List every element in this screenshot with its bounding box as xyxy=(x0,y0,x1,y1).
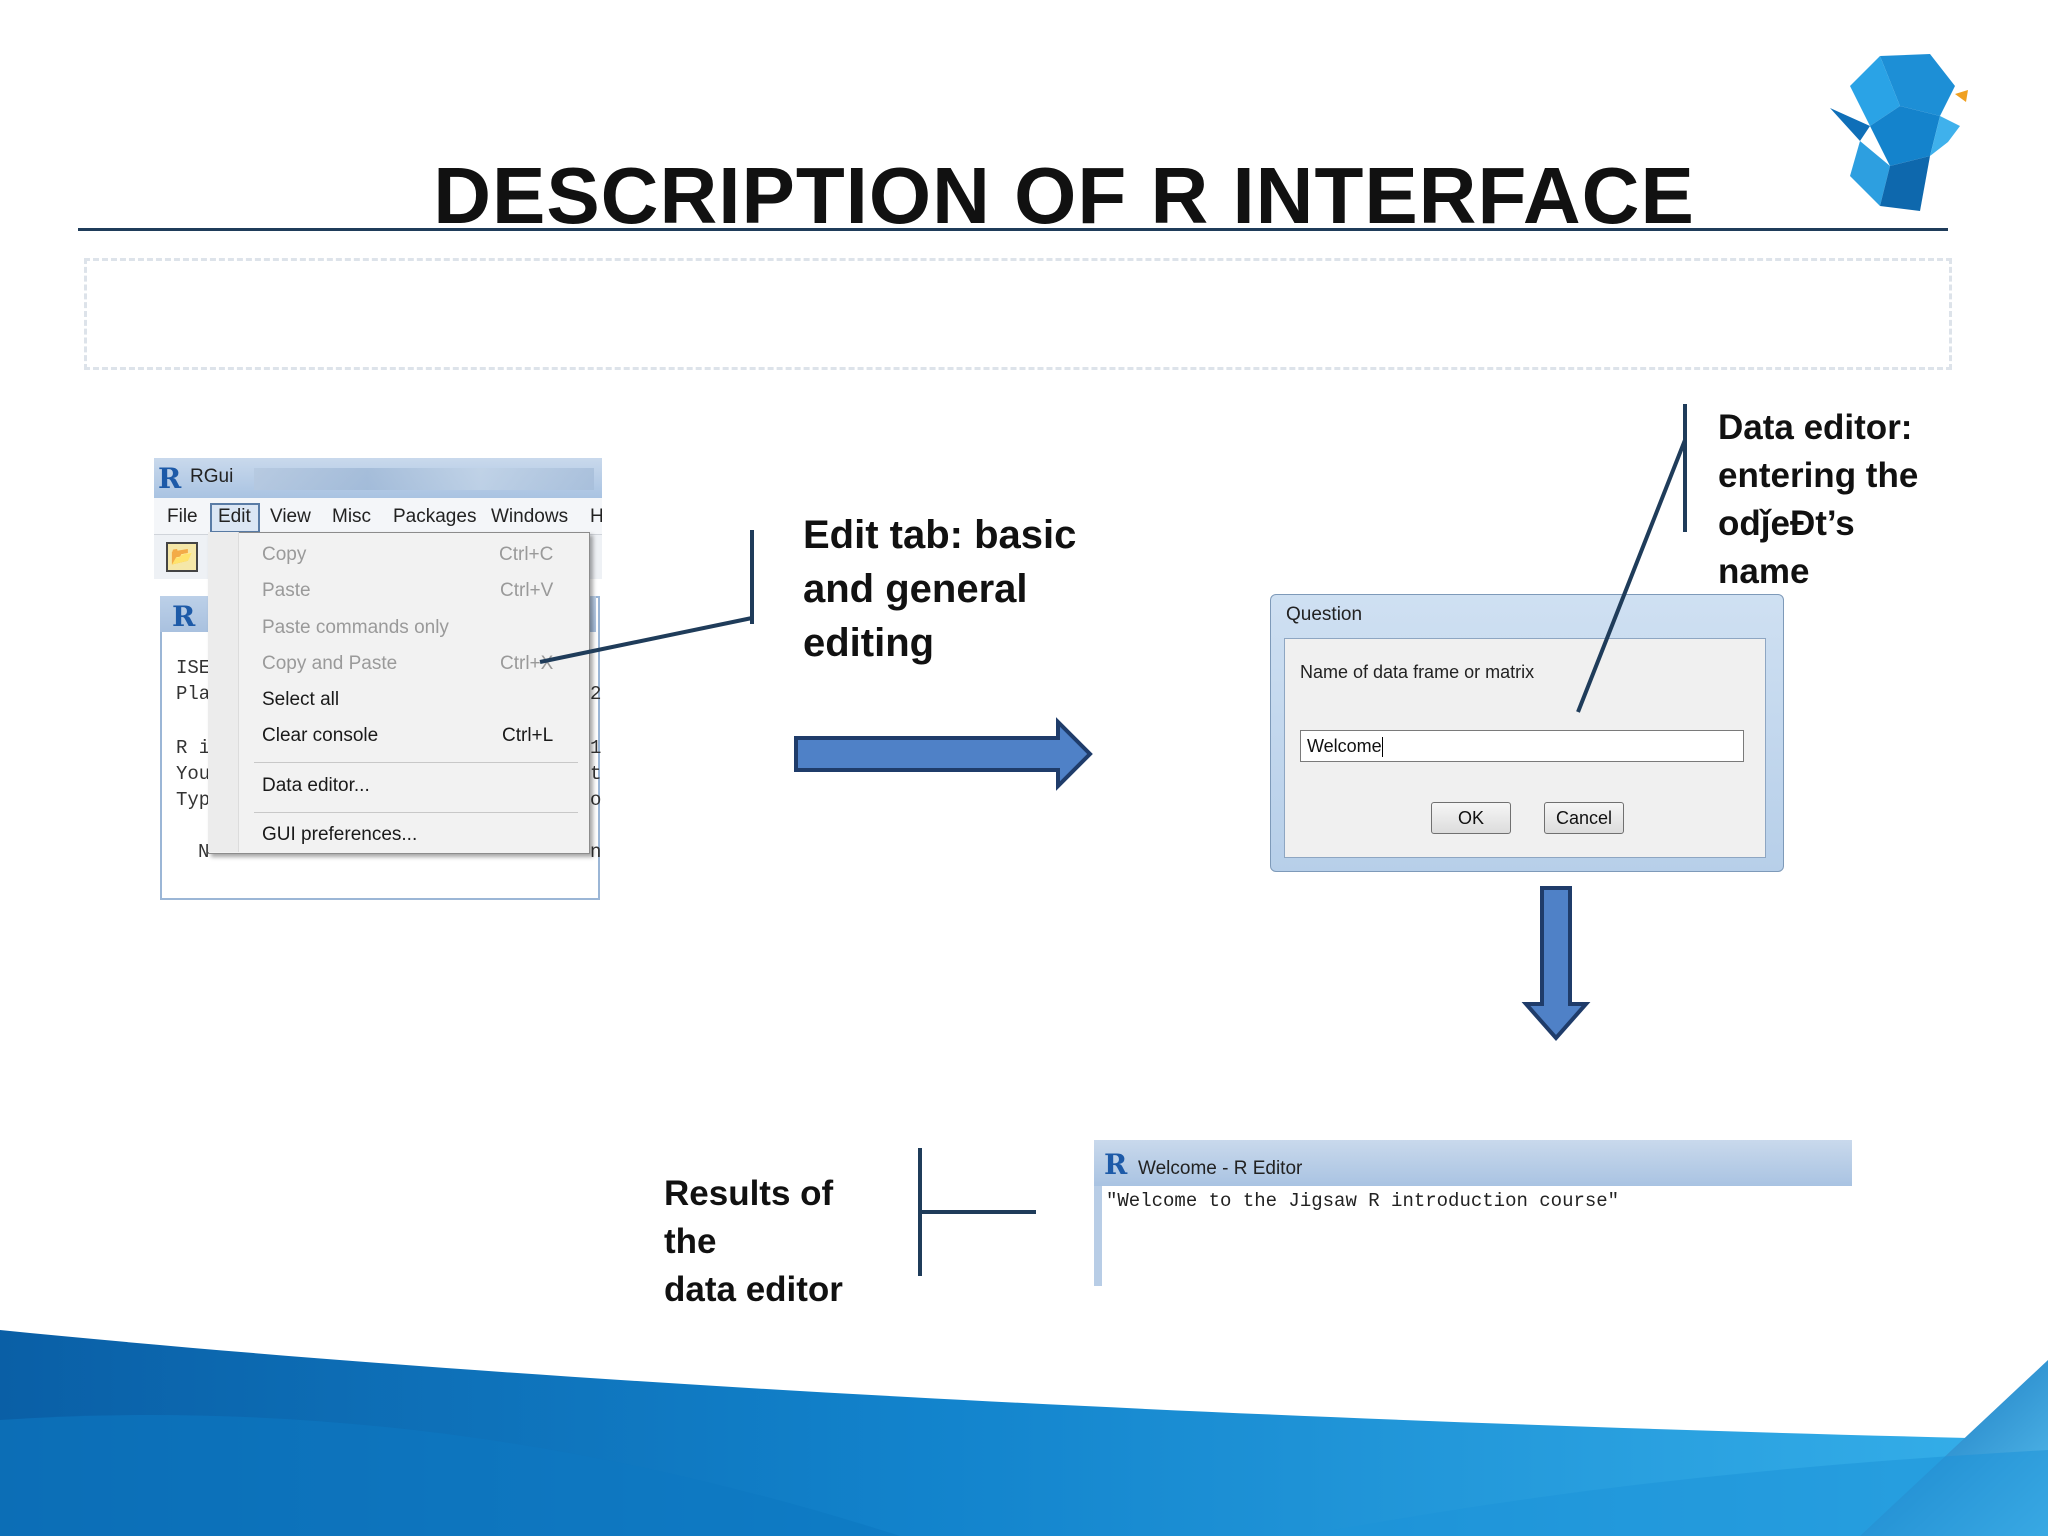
console-line: Typ xyxy=(176,789,211,811)
cancel-button[interactable]: Cancel xyxy=(1544,802,1624,834)
caption-data-editor: Data editor: entering the odǰeĐt’s name xyxy=(1718,404,2018,596)
input-value: Welcome xyxy=(1307,736,1382,756)
edit-menu-gutter xyxy=(208,532,239,852)
r-editor-content[interactable]: "Welcome to the Jigsaw R introduction co… xyxy=(1106,1190,1620,1212)
slide-title: DESCRIPTION OF R INTERFACE xyxy=(433,151,1695,240)
r-editor-left-edge xyxy=(1094,1186,1102,1286)
r-logo-icon: R xyxy=(1104,1148,1128,1181)
menu-edit[interactable]: Edit xyxy=(218,506,251,527)
menu-separator xyxy=(254,812,578,813)
rgui-title: RGui xyxy=(190,466,234,487)
r-editor-titlebar xyxy=(1094,1140,1852,1186)
console-line: ISE xyxy=(176,657,211,679)
caption-line: odǰeĐt’s xyxy=(1718,504,1855,543)
dataframe-name-input[interactable]: Welcome xyxy=(1300,730,1744,762)
ok-button[interactable]: OK xyxy=(1431,802,1511,834)
menu-item-paste-commands-only[interactable]: Paste commands only xyxy=(262,617,449,638)
rgui-titlebar-blur xyxy=(254,468,594,490)
caption-line: Data editor: xyxy=(1718,408,1913,447)
menu-item-clear-console[interactable]: Clear console xyxy=(262,725,379,746)
caption-edit-tab: Edit tab: basic and general editing xyxy=(803,508,1103,670)
caption-results: Results of the data editor xyxy=(664,1170,914,1314)
menu-shortcut: Ctrl+L xyxy=(502,725,554,746)
console-line: R i xyxy=(176,737,211,759)
console-line-right: n xyxy=(590,841,602,863)
menu-help[interactable]: H xyxy=(590,506,602,527)
caption-line: the xyxy=(664,1222,717,1261)
open-folder-icon[interactable]: 📂 xyxy=(166,542,198,572)
menu-item-gui-preferences[interactable]: GUI preferences... xyxy=(262,824,418,845)
caption-line: and general xyxy=(803,567,1028,611)
dialog-title: Question xyxy=(1286,604,1363,625)
menu-item-paste[interactable]: Paste xyxy=(262,580,311,601)
menu-shortcut: Ctrl+C xyxy=(499,544,554,565)
menu-item-select-all[interactable]: Select all xyxy=(262,689,340,710)
dialog-prompt: Name of data frame or matrix xyxy=(1300,662,1535,682)
empty-placeholder-box xyxy=(84,258,1952,370)
text-caret xyxy=(1381,737,1383,758)
menu-packages[interactable]: Packages xyxy=(393,506,477,527)
caption-line: Results of xyxy=(664,1174,834,1213)
menu-shortcut: Ctrl+V xyxy=(500,580,554,601)
menu-item-copy-and-paste[interactable]: Copy and Paste xyxy=(262,653,398,674)
r-editor-title: Welcome - R Editor xyxy=(1138,1158,1303,1179)
menu-view[interactable]: View xyxy=(270,506,311,527)
geometric-head-logo-icon xyxy=(1830,54,1968,211)
caption-line: data editor xyxy=(664,1270,843,1309)
console-line: N xyxy=(198,841,210,863)
menu-separator xyxy=(254,762,578,763)
menu-item-data-editor[interactable]: Data editor... xyxy=(262,775,370,796)
console-line: Pla xyxy=(176,683,211,705)
console-line-right: 1 xyxy=(590,737,602,759)
caption-line: editing xyxy=(803,621,935,665)
caption-line: Edit tab: basic xyxy=(803,513,1077,557)
r-logo-icon: R xyxy=(172,600,196,633)
menu-misc[interactable]: Misc xyxy=(332,506,372,527)
edit-dropdown-menu xyxy=(208,532,590,854)
menu-file[interactable]: File xyxy=(167,506,198,527)
console-line-right: 2 xyxy=(590,683,602,705)
menu-item-copy[interactable]: Copy xyxy=(262,544,307,565)
caption-line: entering the xyxy=(1718,456,1919,495)
title-underline xyxy=(78,228,1948,231)
menu-shortcut: Ctrl+X xyxy=(500,653,554,674)
r-logo-icon: R xyxy=(158,462,182,495)
console-line-right: t xyxy=(590,763,602,785)
menu-windows[interactable]: Windows xyxy=(491,506,569,527)
console-line-right: o xyxy=(590,789,602,811)
console-line: You xyxy=(176,763,211,785)
caption-line: name xyxy=(1718,552,1810,591)
